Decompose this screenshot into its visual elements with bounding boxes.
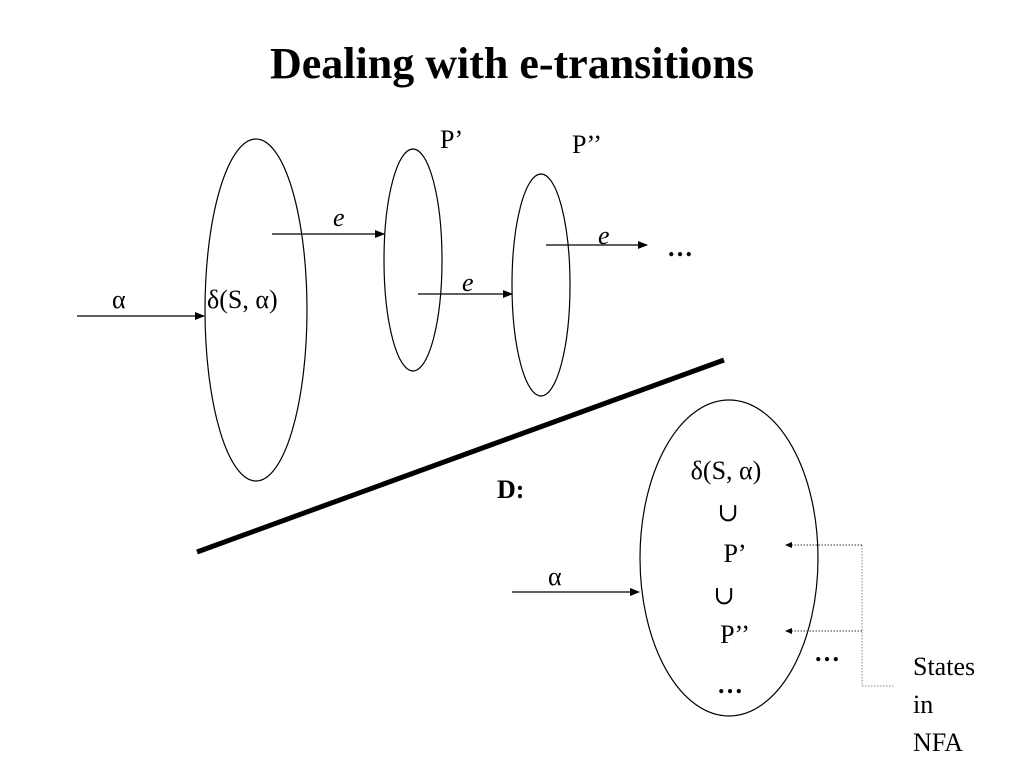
label-e2: e [462,268,474,297]
dotted-bracket [861,545,895,687]
ellipse-delta-set [204,138,308,482]
ellipse-dfa-state [639,399,819,717]
ellipse-p-dprime-set [511,173,571,397]
label-d: D: [497,475,525,504]
label-p-prime-bottom: P’ [723,539,747,568]
label-states-line-3: NFA [913,728,964,757]
separator-line [196,357,725,555]
ellipse-p-prime-set [383,148,443,372]
label-alpha-top: α [112,285,126,314]
label-ellipsis-outside: … [814,638,840,667]
label-e1: e [333,203,345,232]
label-p-dprime-top: P’’ [572,130,602,159]
label-states-line-2: in [913,690,934,719]
label-p-prime-top: P’ [440,125,464,154]
label-p-dprime-bottom: P’’ [720,620,750,649]
label-union-2: ∪ [713,581,735,610]
label-delta-top: δ(S, α) [207,285,278,314]
label-union-1: ∪ [717,498,739,527]
label-ellipsis-inside: … [717,670,743,699]
label-delta-bottom: δ(S, α) [690,456,762,485]
label-alpha-bottom: α [548,562,562,591]
label-e3: e [598,221,610,250]
page-title: Dealing with e-transitions [270,39,754,88]
label-ellipsis-top: … [667,233,693,262]
label-states-line-1: States [913,652,976,681]
